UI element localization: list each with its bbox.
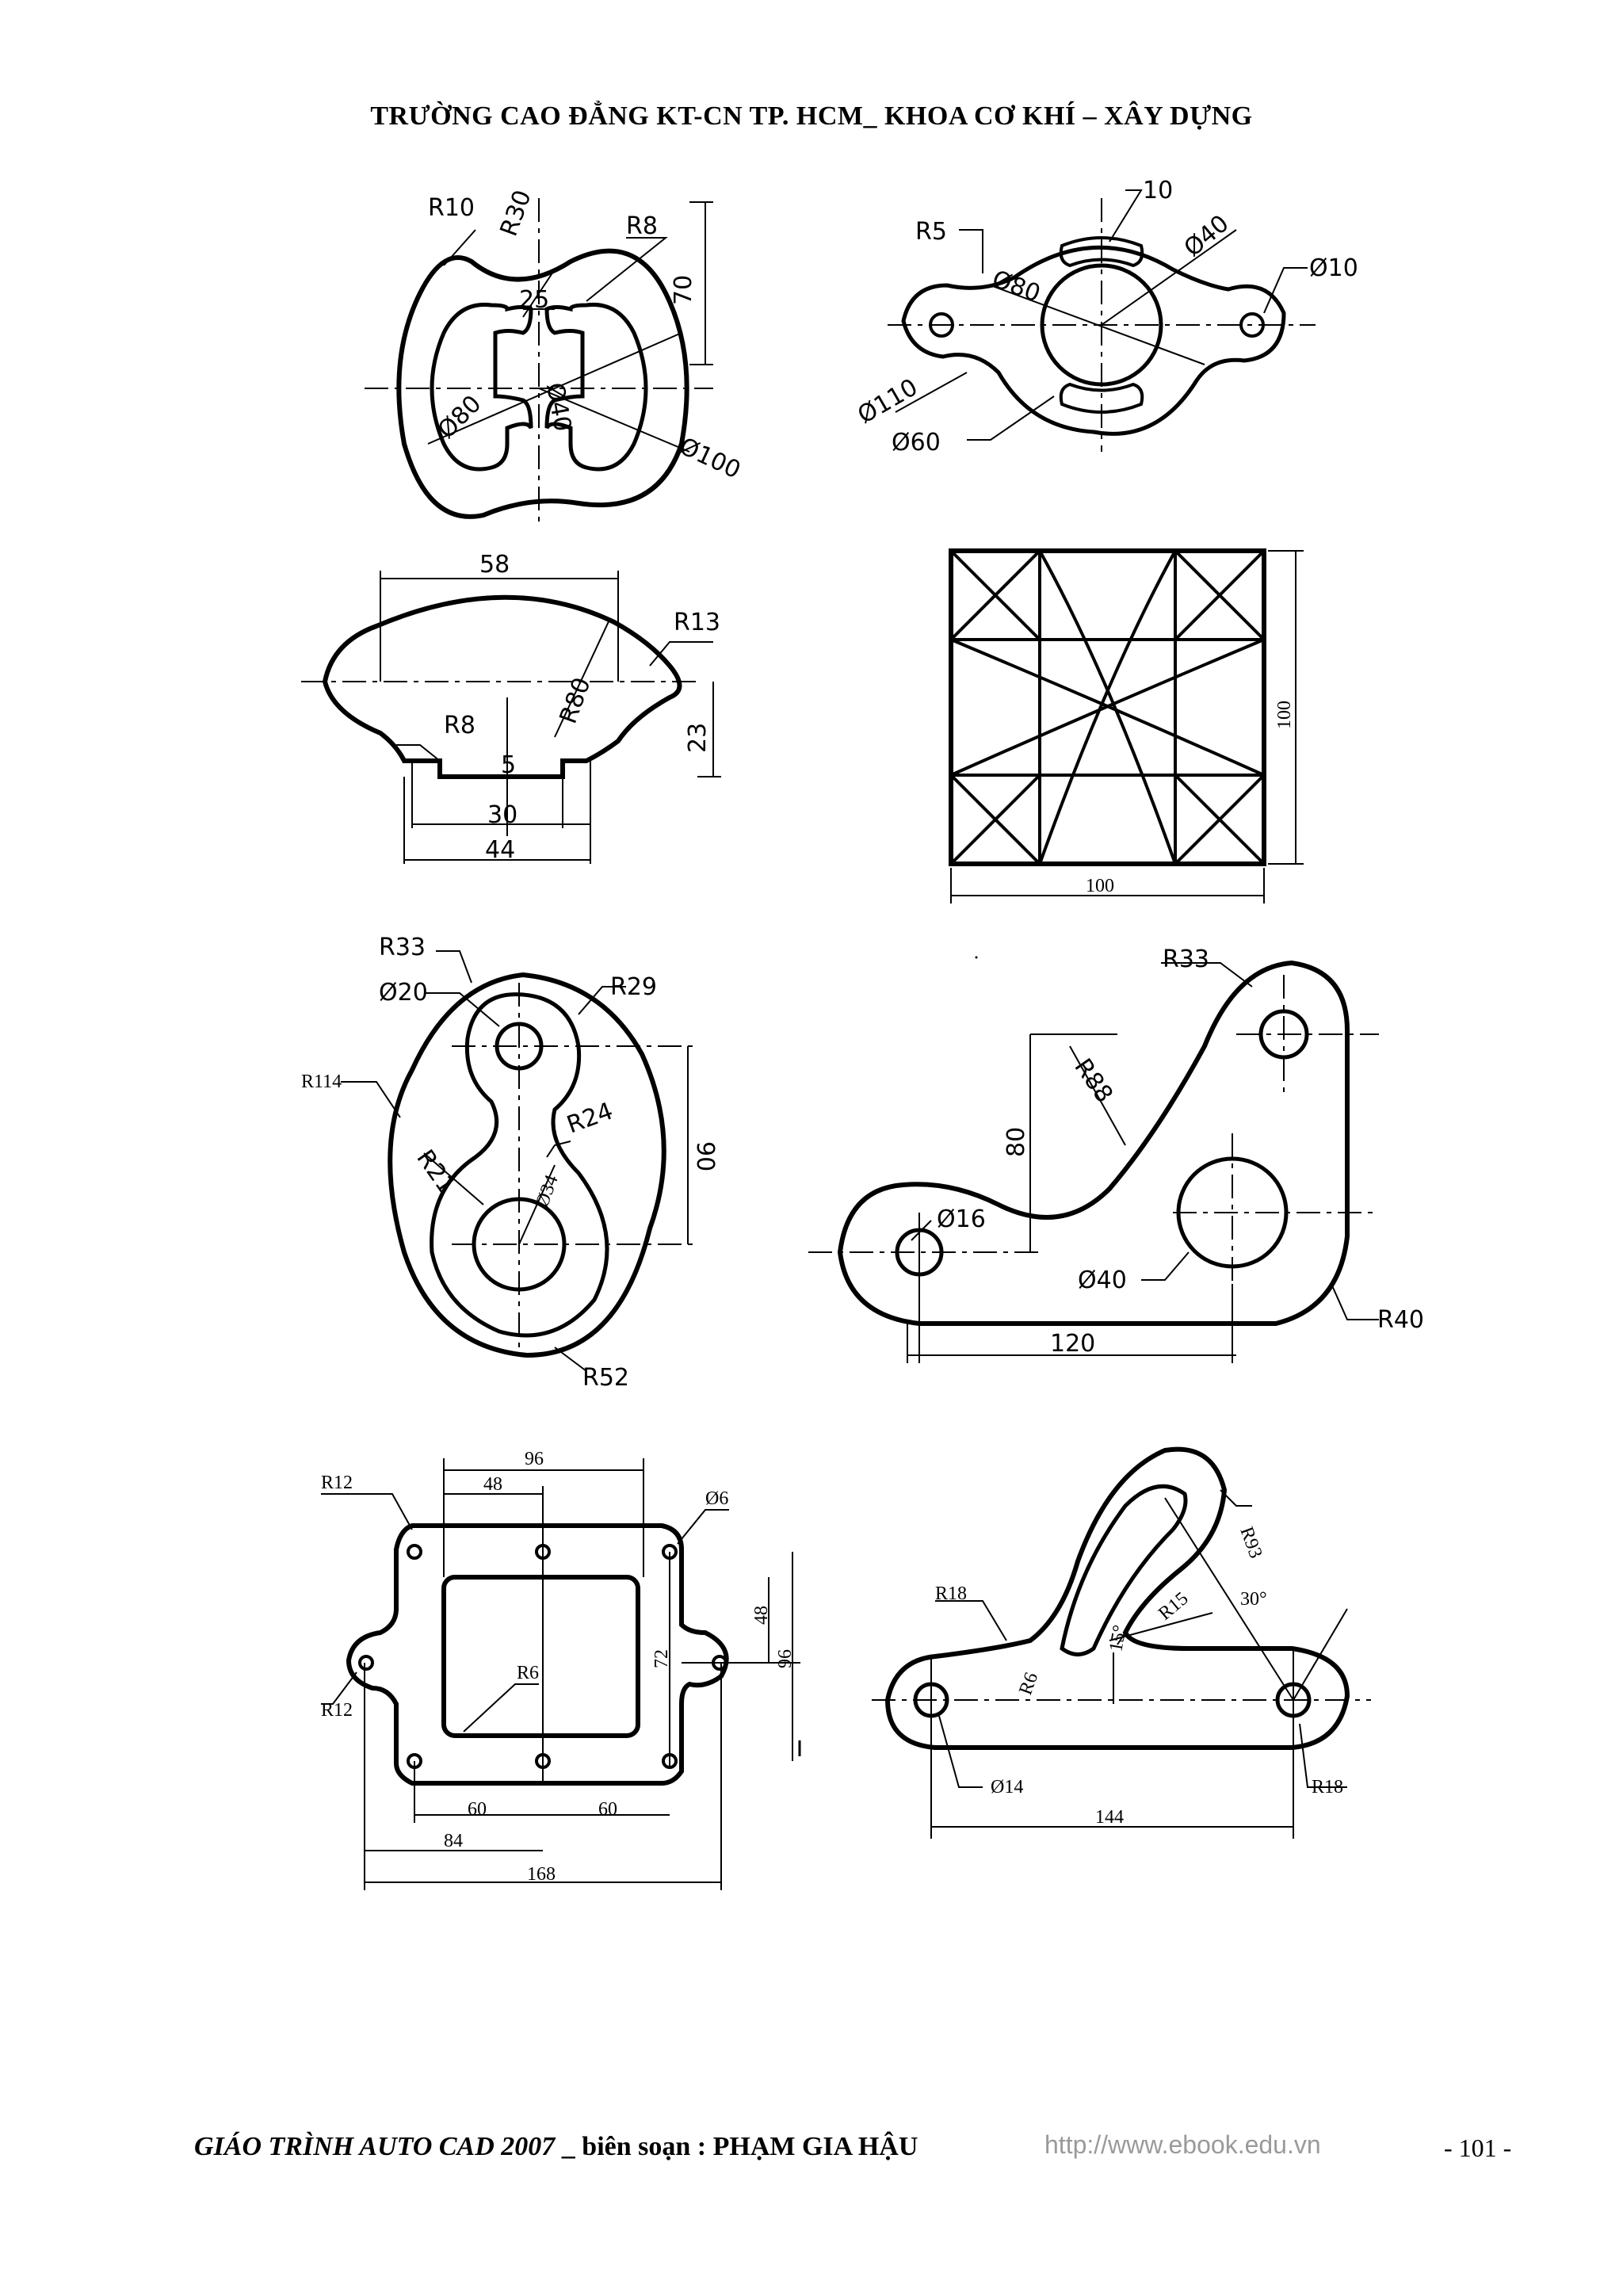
fig3-label-30: 30 — [487, 801, 517, 829]
fig2-outline — [901, 245, 1286, 436]
footer-book-info: GIÁO TRÌNH AUTO CAD 2007 _ biên soạn : P… — [194, 2132, 918, 2162]
fig1-label-r8: R8 — [626, 212, 658, 240]
fig8-label-15deg: 15° — [1106, 1623, 1130, 1653]
figure-2: R5 10 Ø40 Ø80 Ø10 Ø110 Ø60 — [854, 177, 1358, 457]
fig5-label-d34: Ø34 — [532, 1172, 563, 1210]
fig1-label-r30: R30 — [495, 186, 537, 239]
fig3-label-r8: R8 — [444, 712, 475, 739]
fig2-label-d60: Ø60 — [892, 429, 941, 457]
fig3-label-5: 5 — [501, 751, 516, 779]
fig6-label-120: 120 — [1050, 1330, 1095, 1358]
fig6-label-r33: R33 — [1163, 946, 1209, 973]
footer-author: biên soạn : PHẠM GIA HẬU — [582, 2132, 918, 2161]
fig7-label-96v: 96 — [775, 1649, 796, 1668]
fig7-window — [441, 1575, 640, 1738]
footer-book-title: GIÁO TRÌNH AUTO CAD 2007 — [194, 2132, 556, 2161]
fig6-label-r40: R40 — [1377, 1306, 1424, 1334]
fig4-label-100h: 100 — [1086, 876, 1114, 896]
fig8-label-d14: Ø14 — [991, 1777, 1023, 1797]
figure-3: 58 R13 R80 R8 23 5 30 44 — [301, 551, 721, 864]
fig5-label-r29: R29 — [610, 973, 657, 1001]
fig2-label-d10: Ø10 — [1309, 254, 1358, 282]
fig7-label-r12b: R12 — [321, 1700, 353, 1721]
fig3-label-44: 44 — [485, 836, 515, 864]
figure-7: 96 48 R12 Ø6 48 96 72 R6 R12 60 60 84 16… — [321, 1449, 800, 1890]
fig7-label-60b: 60 — [598, 1799, 617, 1820]
fig8-label-r93: R93 — [1235, 1524, 1266, 1561]
fig8-label-144: 144 — [1095, 1807, 1124, 1828]
footer-url-link[interactable]: http://www.ebook.edu.vn — [1044, 2130, 1321, 2159]
fig6-outline — [837, 960, 1350, 1326]
fig5-label-d20: Ø20 — [379, 979, 428, 1007]
figure-8: R18 R93 R15 15° 30° R6 Ø14 R18 144 — [872, 1446, 1371, 1839]
figure-6: R33 R88 80 Ø16 Ø40 R40 120 — [808, 946, 1424, 1363]
fig3-outline — [322, 594, 682, 779]
fig7-label-48b: 48 — [751, 1606, 772, 1625]
fig8-label-30deg: 30° — [1240, 1589, 1267, 1610]
fig2-label-d110: Ø110 — [854, 373, 923, 430]
fig5-label-r52: R52 — [582, 1364, 629, 1392]
fig5-inner — [430, 992, 609, 1338]
fig7-label-r12a: R12 — [321, 1473, 353, 1493]
fig7-label-60a: 60 — [468, 1799, 487, 1820]
figure-5: R33 Ø20 R29 R114 R21 R24 90 Ø34 R52 — [301, 934, 719, 1392]
fig8-label-r18b: R18 — [1312, 1777, 1343, 1797]
fig5-label-90: 90 — [691, 1141, 719, 1171]
fig1-label-25: 25 — [519, 286, 549, 314]
fig6-label-r88: R88 — [1068, 1054, 1118, 1108]
fig7-outline — [346, 1523, 729, 1786]
fig8-label-r6: R6 — [1015, 1670, 1042, 1698]
fig5-outline — [388, 972, 666, 1358]
fig2-label-r5: R5 — [915, 218, 947, 246]
fig8-slot — [1060, 1484, 1188, 1656]
fig6-label-80: 80 — [1002, 1127, 1030, 1157]
fig1-inner-left — [430, 302, 533, 472]
fig5-label-r24: R24 — [563, 1097, 617, 1139]
fig8-outline — [884, 1446, 1350, 1750]
fig6-label-d16: Ø16 — [937, 1205, 986, 1233]
fig1-label-d100: Ø100 — [675, 433, 745, 485]
fig1-label-r10: R10 — [428, 194, 475, 222]
fig7-label-84: 84 — [444, 1831, 463, 1851]
footer-separator: _ — [555, 2132, 582, 2161]
fig1-label-70: 70 — [670, 275, 697, 305]
fig8-label-r18a: R18 — [935, 1584, 967, 1604]
page-header: TRƯỜNG CAO ĐẲNG KT-CN TP. HCM_ KHOA CƠ K… — [370, 101, 1253, 131]
fig7-label-168: 168 — [527, 1864, 556, 1885]
fig7-label-72: 72 — [651, 1649, 672, 1668]
fig3-label-r13: R13 — [674, 609, 720, 636]
fig7-label-48a: 48 — [483, 1474, 502, 1495]
fig7-label-d6: Ø6 — [705, 1488, 728, 1509]
page-number: - 101 - — [1444, 2134, 1512, 2162]
fig5-label-r21: R21 — [411, 1145, 460, 1199]
fig7-label-r6: R6 — [517, 1663, 539, 1683]
fig3-label-58: 58 — [479, 551, 510, 579]
fig2-label-d40: Ø40 — [1179, 210, 1235, 263]
figure-1: R10 R30 R8 25 70 Ø80 Ø40 Ø100 — [365, 186, 745, 523]
fig5-label-r33: R33 — [379, 934, 426, 961]
fig6-label-d40: Ø40 — [1078, 1266, 1127, 1294]
fig2-label-10: 10 — [1143, 177, 1173, 204]
fig2-slot-bottom — [1059, 382, 1144, 414]
fig5-label-r114: R114 — [301, 1072, 342, 1092]
figure-4: 100 100 — [949, 548, 1304, 904]
fig4-label-100v: 100 — [1274, 701, 1295, 729]
fig7-label-96: 96 — [525, 1449, 544, 1469]
fig2-label-d80: Ø80 — [988, 266, 1044, 308]
fig2-slot-top — [1059, 236, 1144, 268]
fig1-outline — [396, 248, 689, 519]
fig3-label-23: 23 — [684, 723, 712, 753]
